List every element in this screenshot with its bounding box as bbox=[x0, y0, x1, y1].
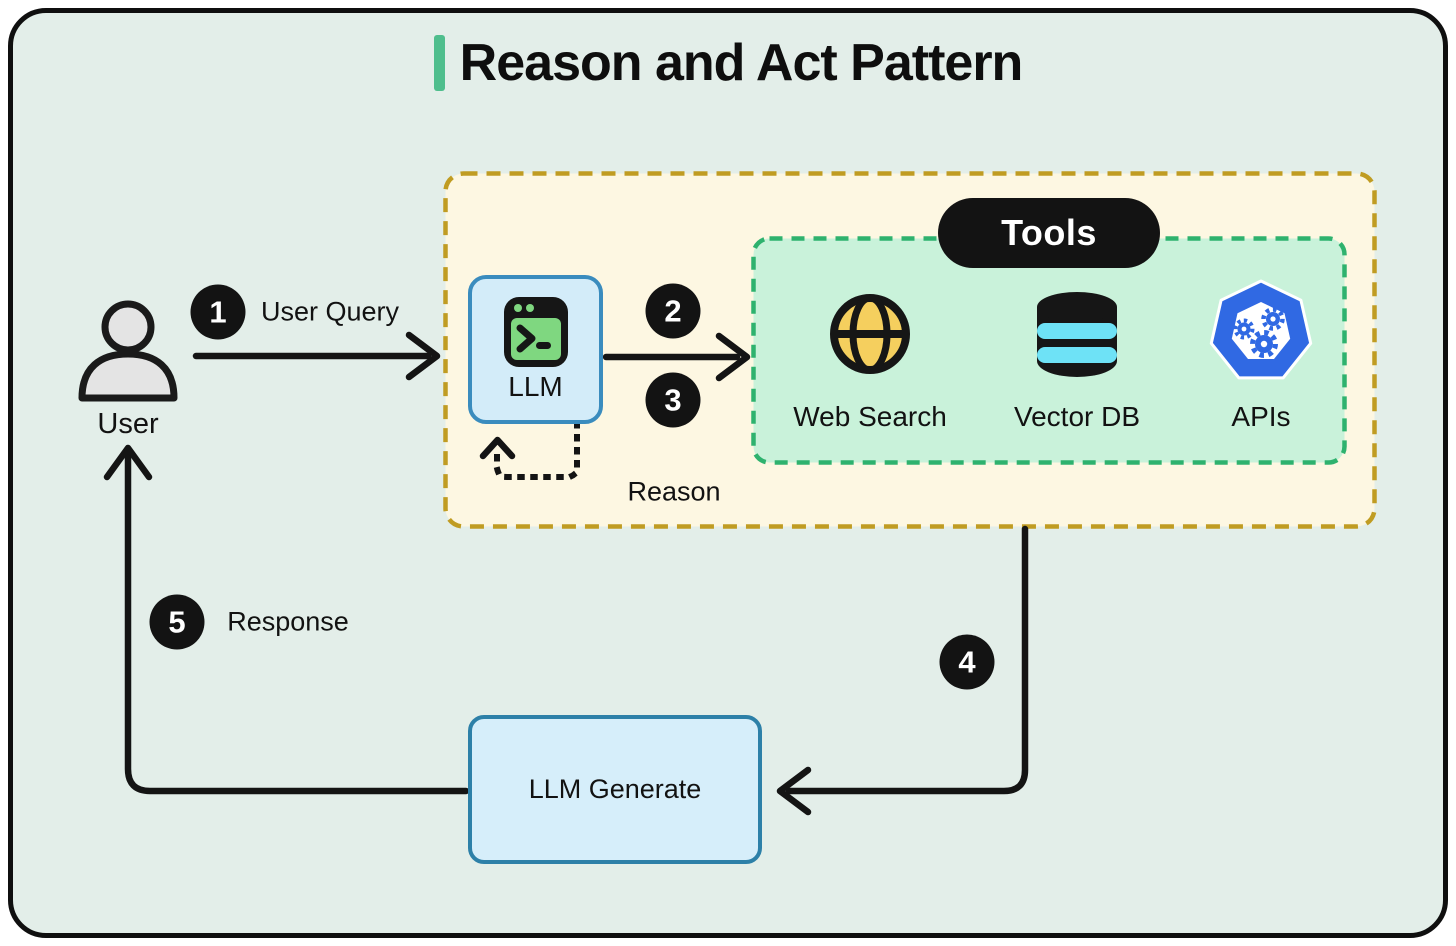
diagram-title-row: Reason and Act Pattern bbox=[0, 33, 1456, 93]
user-icon bbox=[78, 300, 178, 402]
arrow-generate-to-user bbox=[103, 444, 470, 795]
page-title: Reason and Act Pattern bbox=[459, 34, 1024, 92]
step-badge-4: 4 bbox=[939, 634, 995, 690]
step-badge-3: 3 bbox=[645, 372, 701, 428]
step-badge-5: 5 bbox=[149, 594, 205, 650]
arrow-tools-to-generate bbox=[776, 525, 1029, 816]
kubernetes-icon bbox=[1209, 279, 1313, 380]
tools-pill: Tools bbox=[938, 198, 1160, 268]
self-reflect-loop bbox=[479, 421, 580, 480]
arrow-user-query bbox=[192, 331, 441, 381]
step-badge-1: 1 bbox=[190, 284, 246, 340]
tools-label: Tools bbox=[1001, 212, 1097, 253]
terminal-icon bbox=[503, 297, 568, 367]
globe-icon bbox=[830, 294, 910, 374]
edge-label-user-query: User Query bbox=[260, 296, 400, 327]
llm-node: LLM bbox=[468, 275, 603, 424]
tool-label-web-search: Web Search bbox=[793, 401, 947, 432]
step-badge-2: 2 bbox=[645, 283, 701, 339]
title-accent-bar bbox=[433, 35, 445, 91]
user-label: User bbox=[97, 408, 159, 440]
arrow-llm-to-tools bbox=[602, 332, 751, 382]
tool-label-apis: APIs bbox=[1231, 401, 1291, 432]
edge-label-response: Response bbox=[227, 606, 349, 637]
llm-generate-label: LLM Generate bbox=[528, 774, 702, 804]
llm-label: LLM bbox=[508, 371, 563, 402]
user-node: User bbox=[73, 296, 183, 441]
tool-label-vector-db: Vector DB bbox=[1013, 401, 1141, 432]
llm-generate-node: LLM Generate bbox=[468, 715, 762, 864]
database-icon bbox=[1037, 292, 1117, 377]
reason-label: Reason bbox=[627, 476, 721, 507]
